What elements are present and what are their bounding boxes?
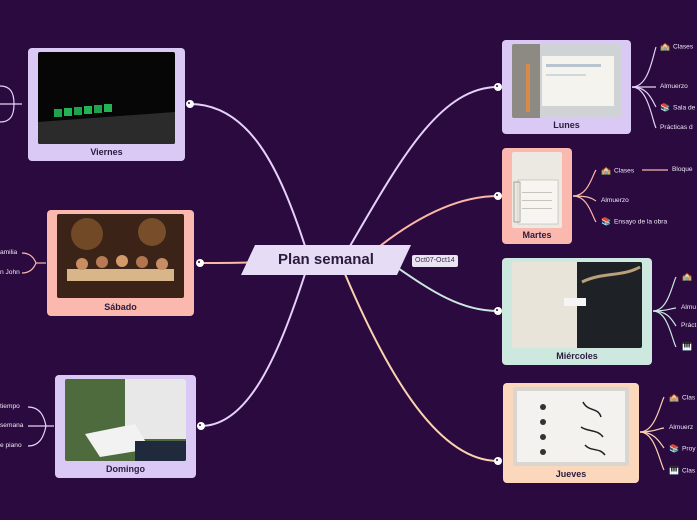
domingo-leaf-3[interactable]: e piano xyxy=(0,442,22,449)
piano-icon: 🎹 xyxy=(682,342,692,351)
martes-leaf-2[interactable]: Bloque xyxy=(672,166,693,173)
date-range-tag: Oct07-Oct14 xyxy=(412,255,458,267)
central-topic-shape xyxy=(241,245,411,275)
sabado-leaf-1[interactable]: amilia xyxy=(0,249,18,256)
collapse-handle-viernes[interactable] xyxy=(186,100,194,108)
miercoles-leaf-2[interactable]: Práct xyxy=(681,322,697,329)
central-topic[interactable]: Plan semanal xyxy=(241,245,411,275)
miercoles-school-leaf[interactable]: 🏫 xyxy=(682,272,695,281)
sabado-leaf-2[interactable]: n John xyxy=(0,269,20,276)
jueves-leaf-1[interactable]: 🏫Clas xyxy=(669,393,696,402)
friday-image xyxy=(38,52,175,144)
day-card-sabado[interactable]: Sábado xyxy=(47,210,194,316)
collapse-handle-lunes[interactable] xyxy=(494,83,502,91)
monday-image xyxy=(512,44,621,118)
school-icon: 🏫 xyxy=(660,42,670,51)
collapse-handle-domingo[interactable] xyxy=(197,422,205,430)
school-icon: 🏫 xyxy=(682,272,692,281)
books-icon: 📚 xyxy=(601,217,611,226)
day-title-domingo: Domingo xyxy=(106,464,145,474)
miercoles-piano-leaf[interactable]: 🎹 xyxy=(682,342,695,351)
jueves-leaf-4[interactable]: 🎹Clas xyxy=(669,466,696,475)
thursday-image xyxy=(513,387,629,466)
martes-leaf-1[interactable]: 🏫Clases xyxy=(601,166,635,175)
collapse-handle-martes[interactable] xyxy=(494,192,502,200)
collapse-handle-miercoles[interactable] xyxy=(494,307,502,315)
day-title-martes: Martes xyxy=(522,230,552,240)
saturday-image xyxy=(57,214,184,298)
sunday-image xyxy=(65,379,186,461)
day-title-jueves: Jueves xyxy=(555,469,587,479)
day-title-viernes: Viernes xyxy=(90,147,123,157)
central-topic-title: Plan semanal xyxy=(278,251,374,268)
martes-leaf-4[interactable]: 📚Ensayo de la obra xyxy=(601,217,668,226)
lunes-leaf-1[interactable]: 🏫Clases xyxy=(660,42,694,51)
martes-leaf-3[interactable]: Almuerzo xyxy=(601,197,629,204)
school-icon: 🏫 xyxy=(669,393,679,402)
domingo-leaf-2[interactable]: semana xyxy=(0,422,24,429)
jueves-leaf-2[interactable]: Almuerz xyxy=(669,424,694,431)
domingo-leaf-1[interactable]: tiempo xyxy=(0,403,20,410)
day-title-lunes: Lunes xyxy=(553,120,580,130)
collapse-handle-jueves[interactable] xyxy=(494,457,502,465)
books-icon: 📚 xyxy=(669,444,679,453)
day-card-martes[interactable]: Martes xyxy=(502,148,572,244)
jueves-leaf-3[interactable]: 📚Proy xyxy=(669,444,696,453)
lunes-leaf-2[interactable]: Almuerzo xyxy=(660,83,688,90)
day-card-miercoles[interactable]: Miércoles xyxy=(502,258,652,365)
wednesday-image xyxy=(512,262,642,348)
lunes-leaf-4[interactable]: Prácticas d xyxy=(660,124,693,131)
piano-icon: 🎹 xyxy=(669,466,679,475)
day-title-miercoles: Miércoles xyxy=(556,351,598,361)
day-card-lunes[interactable]: Lunes xyxy=(502,40,631,134)
collapse-handle-sabado[interactable] xyxy=(196,259,204,267)
day-card-viernes[interactable]: Viernes xyxy=(28,48,185,161)
day-card-jueves[interactable]: Jueves xyxy=(503,383,639,483)
day-title-sabado: Sábado xyxy=(104,302,137,312)
lunes-leaf-3[interactable]: 📚Sala de xyxy=(660,103,696,112)
day-card-domingo[interactable]: Domingo xyxy=(55,375,196,478)
tuesday-image xyxy=(512,152,562,228)
books-icon: 📚 xyxy=(660,103,670,112)
miercoles-leaf-1[interactable]: Almu xyxy=(681,304,697,311)
school-icon: 🏫 xyxy=(601,166,611,175)
